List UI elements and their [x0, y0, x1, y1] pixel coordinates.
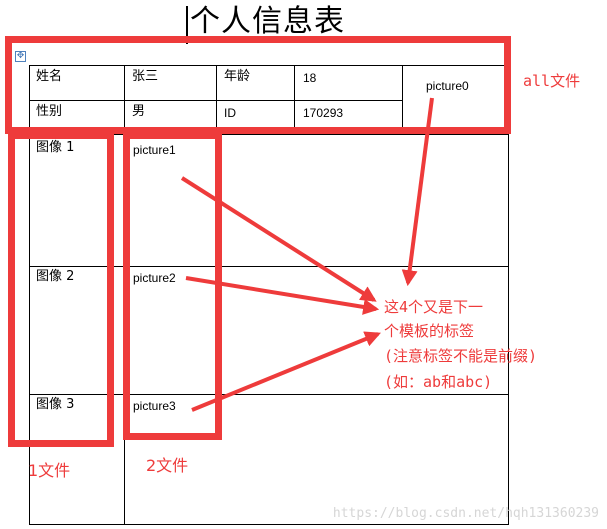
text-cursor	[186, 6, 188, 44]
file2-highlight-box	[123, 132, 222, 440]
all-file-highlight-box	[5, 36, 511, 134]
gender-label: 性别	[36, 104, 63, 119]
image-row-label: 图像 2	[36, 269, 75, 284]
id-value: 170293	[303, 106, 344, 120]
note-line: (如：ab和abc)	[384, 373, 493, 391]
age-value: 18	[303, 71, 317, 85]
all-file-annotation: all文件	[523, 72, 581, 90]
page-title: 个人信息表	[190, 4, 345, 39]
id-label: ID	[224, 106, 236, 120]
file1-annotation: 1文件	[28, 461, 71, 480]
image-row-placeholder: picture2	[133, 271, 176, 285]
image-row-placeholder: picture3	[133, 399, 176, 413]
name-value: 张三	[132, 69, 159, 84]
note-line: (注意标签不能是前缀)	[384, 347, 538, 365]
age-label: 年龄	[224, 69, 251, 84]
arrow-picture3	[191, 331, 381, 412]
file1-highlight-box	[8, 132, 114, 447]
name-label: 姓名	[36, 69, 63, 84]
image-row-label: 图像 1	[36, 140, 75, 155]
arrow-picture1	[180, 176, 377, 302]
table-move-handle-icon[interactable]: ✥	[15, 51, 26, 62]
picture0-placeholder: picture0	[426, 79, 469, 93]
image-row-label: 图像 3	[36, 397, 75, 412]
note-line: 这4个又是下一	[384, 298, 484, 316]
watermark: https://blog.csdn.net/hqh131360239	[332, 506, 599, 521]
gender-value: 男	[132, 104, 146, 119]
file2-annotation: 2文件	[146, 456, 189, 475]
arrow-picture0	[401, 97, 434, 287]
arrow-picture2	[185, 276, 380, 315]
image-row-placeholder: picture1	[133, 143, 176, 157]
note-line: 个模板的标签	[384, 322, 475, 340]
